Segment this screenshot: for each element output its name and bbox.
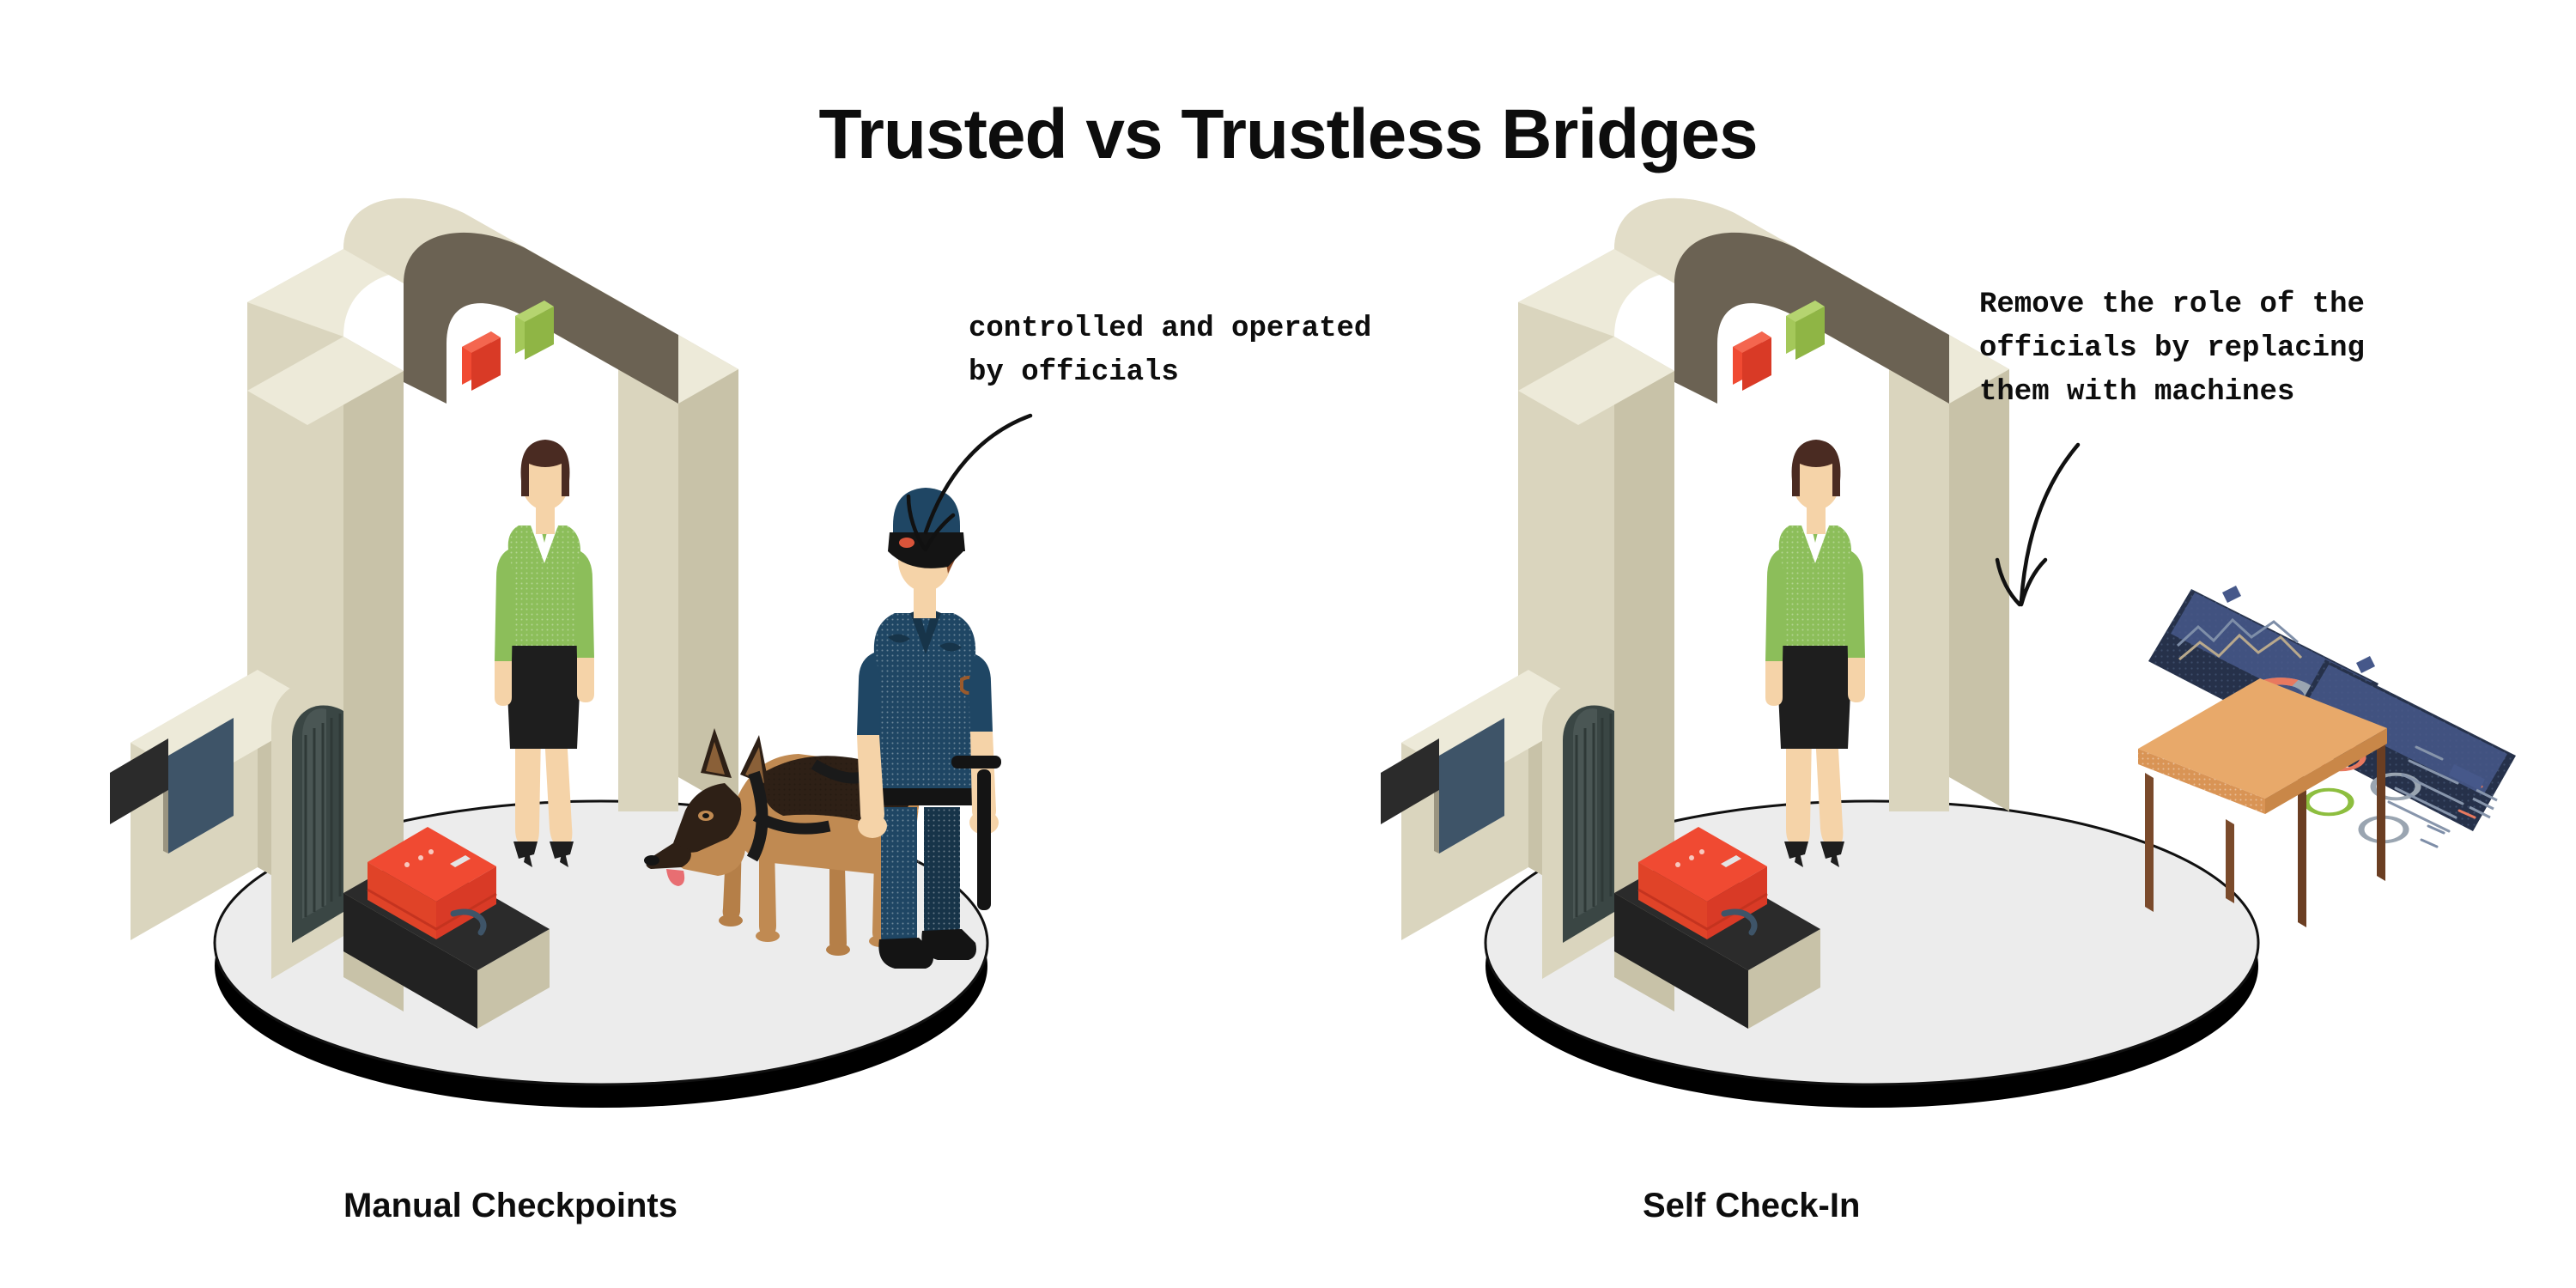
security-officer [857,488,1001,969]
illustration-self-check-in [1271,0,2559,1288]
red-suitcase [1637,827,1768,939]
rubber-curtain [302,708,342,919]
baggage-scanner [1381,670,1820,1029]
indicator-light-green [1786,301,1825,360]
page-title: Trusted vs Trustless Bridges [818,95,1758,173]
annotation-text-right: Remove the role of the officials by repl… [1979,289,2365,409]
indicator-light-red [1733,331,1771,391]
wooden-table [2138,678,2387,927]
indicator-light-red [462,331,501,391]
rubber-curtain [1573,708,1613,919]
metal-detector-arch [247,197,738,831]
panel-caption-manual-checkpoints: Manual Checkpoints [343,1187,677,1224]
passenger-woman [1765,440,1865,867]
baggage-scanner [110,670,550,1029]
illustration-manual-checkpoints [110,197,1001,1108]
red-suitcase [367,827,497,939]
annotation-text-left: controlled and operated by officials [969,313,1372,389]
passenger-woman [495,440,594,867]
indicator-light-green [515,301,554,360]
panel-caption-self-check-in: Self Check-In [1643,1187,1861,1224]
